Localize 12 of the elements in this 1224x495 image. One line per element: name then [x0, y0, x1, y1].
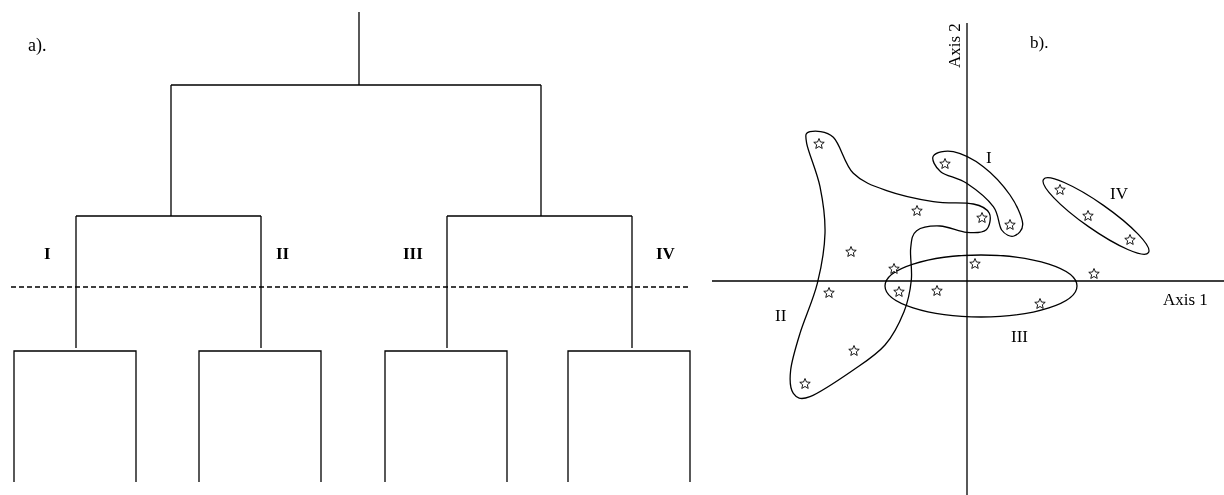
axis-label: Axis 2	[946, 23, 963, 68]
plot-label: b).	[1030, 34, 1049, 51]
plot-label: a).	[28, 36, 47, 54]
plot-label: IV	[656, 245, 675, 262]
plot-label: II	[276, 245, 290, 262]
plot-label: I	[44, 245, 51, 262]
plot-label: III	[1011, 328, 1028, 345]
plot-label: II	[775, 307, 787, 324]
plot-label: III	[403, 245, 423, 262]
plot-label: Axis 1	[1163, 291, 1208, 308]
plot-label: IV	[1110, 185, 1128, 202]
plot-label: I	[986, 149, 992, 166]
